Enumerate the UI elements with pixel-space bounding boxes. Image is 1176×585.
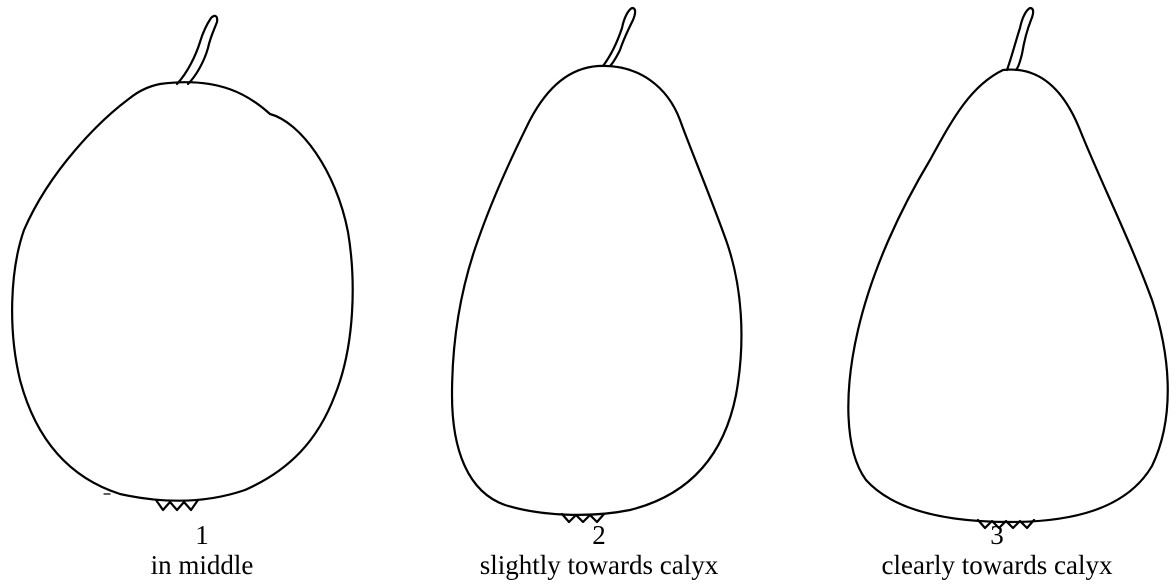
figure-2-label: 2 slightly towards calyx xyxy=(449,520,749,580)
pear-2-stalk xyxy=(603,8,635,66)
pear-3-body xyxy=(848,70,1167,522)
pear-3 xyxy=(848,8,1167,528)
figure-3-number: 3 xyxy=(827,520,1167,550)
figure-3-caption: clearly towards calyx xyxy=(827,550,1167,580)
pear-1-stalk xyxy=(177,16,217,84)
figure-2-caption: slightly towards calyx xyxy=(449,550,749,580)
figure-1-label: 1 in middle xyxy=(52,520,352,580)
pear-3-stalk xyxy=(1007,8,1033,70)
pear-2-body xyxy=(452,66,741,515)
figure-1-caption: in middle xyxy=(52,550,352,580)
figure-1-number: 1 xyxy=(52,520,352,550)
pear-2 xyxy=(452,8,741,522)
figure-3-label: 3 clearly towards calyx xyxy=(827,520,1167,580)
pear-1-body xyxy=(12,82,353,501)
pear-1 xyxy=(12,16,353,510)
figure-2-number: 2 xyxy=(449,520,749,550)
